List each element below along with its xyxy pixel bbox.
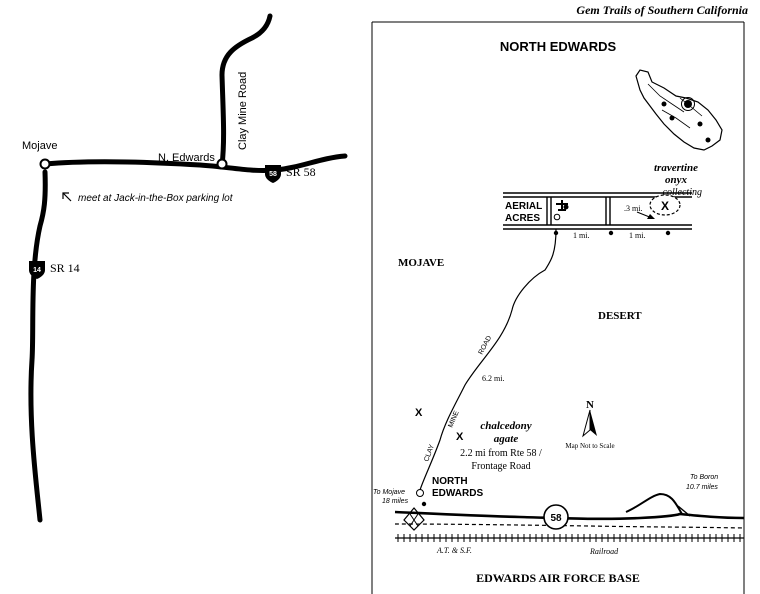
map-scale-note: Map Not to Scale bbox=[565, 442, 614, 450]
travertine-site-circle bbox=[649, 194, 681, 216]
mojave-region-label: MOJAVE bbox=[398, 257, 444, 269]
site-pointer-arrow-icon bbox=[636, 211, 655, 219]
meeting-note: meet at Jack-in-the-Box parking lot bbox=[78, 193, 234, 204]
chalcedony-marker: X bbox=[456, 431, 464, 443]
hwy58-circle-icon bbox=[543, 504, 569, 530]
agate-label: agate bbox=[494, 433, 519, 445]
chalcedony-note-2: Frontage Road bbox=[471, 461, 530, 472]
mojave-label: Mojave bbox=[22, 140, 57, 152]
sr58-shield-icon: 58 bbox=[265, 165, 281, 183]
travertine-label: travertine bbox=[654, 162, 698, 174]
to-boron-distance: 10.7 miles bbox=[686, 484, 718, 491]
frontage-road bbox=[394, 523, 745, 529]
to-mojave-label: To Mojave bbox=[373, 489, 405, 496]
sr14-shield-icon: 14 bbox=[29, 261, 45, 279]
clay-mine-road-right bbox=[419, 228, 557, 491]
airplane-icon bbox=[556, 200, 569, 211]
boron-branch-road bbox=[625, 492, 683, 515]
north-edwards-town-marker-icon bbox=[416, 489, 424, 497]
road-label-clay: CLAY bbox=[423, 443, 436, 462]
mojave-marker-icon bbox=[39, 158, 51, 170]
collecting-label: collecting bbox=[663, 187, 702, 198]
distance-1mi-a: 1 mi. bbox=[573, 231, 589, 240]
aerial-acres-label-1: AERIAL bbox=[505, 201, 542, 212]
road-label-mine: MINE bbox=[447, 410, 460, 429]
detail-map-title: NORTH EDWARDS bbox=[500, 39, 617, 54]
onyx-label: onyx bbox=[665, 174, 688, 186]
to-mojave-distance: 18 miles bbox=[382, 498, 409, 505]
compass-north-letter: N bbox=[586, 399, 594, 411]
hwy58-number: 58 bbox=[550, 513, 562, 524]
road-label-road: ROAD bbox=[478, 335, 494, 356]
extra-site-marker: X bbox=[415, 407, 423, 419]
clay-mine-road-label: Clay Mine Road bbox=[237, 72, 249, 150]
railroad-label: Railroad bbox=[589, 547, 619, 556]
sr14-road bbox=[28, 169, 48, 523]
meeting-arrow-icon bbox=[62, 192, 72, 202]
boron-junction-tick bbox=[677, 505, 691, 517]
aerial-acres-marker-icon bbox=[553, 213, 561, 221]
distance-03mi: .3 mi. bbox=[624, 204, 642, 213]
to-boron-label: To Boron bbox=[690, 474, 718, 481]
sr58-label: SR 58 bbox=[286, 165, 316, 179]
aerial-acres-label-2: ACRES bbox=[505, 213, 540, 224]
chalcedony-label: chalcedony bbox=[480, 420, 531, 432]
north-arrow-icon bbox=[582, 409, 597, 438]
distance-1mi-b: 1 mi. bbox=[629, 231, 645, 240]
hwy58-road bbox=[394, 510, 745, 521]
clay-mine-road-left bbox=[219, 13, 273, 168]
road-distance-label: 6.2 mi. bbox=[482, 374, 504, 383]
north-edwards-label-2: EDWARDS bbox=[432, 488, 483, 499]
railroad-ties bbox=[397, 534, 741, 542]
sr14-shield-number: 14 bbox=[33, 267, 41, 274]
base-label: EDWARDS AIR FORCE BASE bbox=[476, 571, 640, 585]
north-edwards-label-1: NORTH bbox=[432, 476, 468, 487]
travertine-marker: X bbox=[661, 199, 669, 213]
left-overview-map: Mojave N. Edwards Clay Mine Road 58 SR 5… bbox=[22, 13, 348, 523]
north-edwards-marker-icon bbox=[216, 158, 228, 170]
sr58-shield-number: 58 bbox=[269, 171, 277, 178]
chalcedony-note-1: 2.2 mi from Rte 58 / bbox=[460, 448, 542, 459]
right-detail-map: NORTH EDWARDS AERIAL ACRES bbox=[371, 21, 745, 594]
california-locator-icon bbox=[635, 69, 723, 151]
sr14-label: SR 14 bbox=[50, 261, 80, 275]
desert-region-label: DESERT bbox=[598, 310, 642, 322]
north-edwards-label: N. Edwards bbox=[158, 152, 215, 164]
book-title: Gem Trails of Southern California bbox=[576, 3, 748, 17]
railroad-company-label: A.T. & S.F. bbox=[436, 546, 472, 555]
north-edwards-dot-icon bbox=[421, 501, 427, 507]
